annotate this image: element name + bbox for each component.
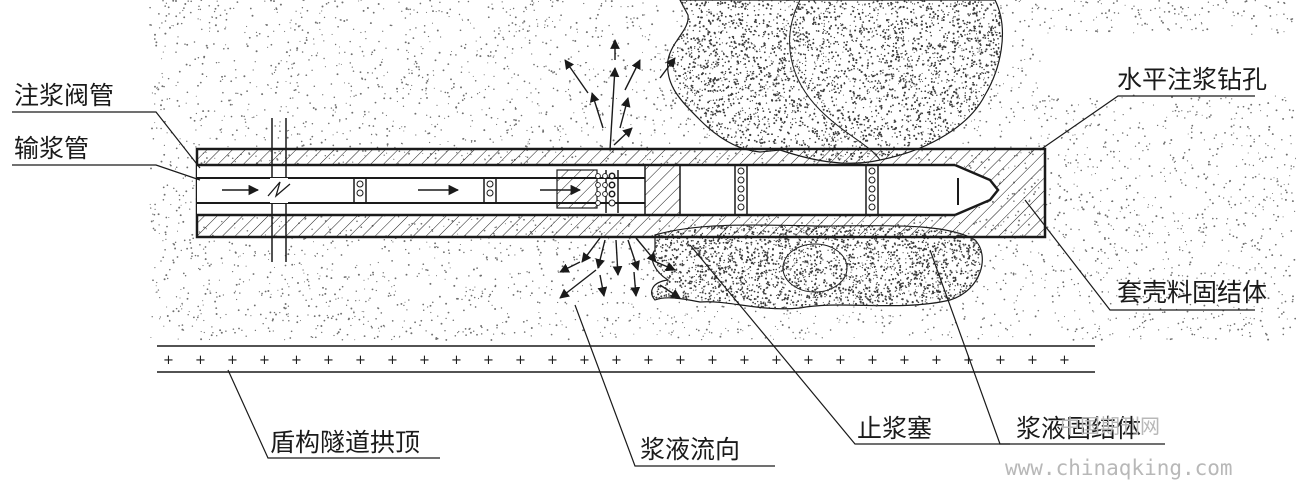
label-grout-valve-pipe: 注浆阀管	[14, 83, 114, 108]
tunnel-crown: +++++++++++++++++++++++++++++	[157, 346, 1095, 372]
label-casing-consolidation: 套壳料固结体	[1117, 280, 1267, 305]
label-grout-flow-direction: 浆液流向	[640, 437, 740, 462]
label-grout-delivery-pipe: 输浆管	[14, 136, 89, 161]
watermark-site-name: 中国期刊网	[1060, 416, 1160, 436]
break-symbol	[268, 118, 290, 262]
grout-stop-plug	[645, 165, 680, 215]
label-tunnel-crown: 盾构隧道拱顶	[270, 430, 420, 455]
label-horizontal-grout-borehole: 水平注浆钻孔	[1117, 67, 1267, 92]
label-grout-stop-plug: 止浆塞	[857, 416, 932, 441]
watermark-url: www.chinaqking.com	[1005, 458, 1233, 479]
